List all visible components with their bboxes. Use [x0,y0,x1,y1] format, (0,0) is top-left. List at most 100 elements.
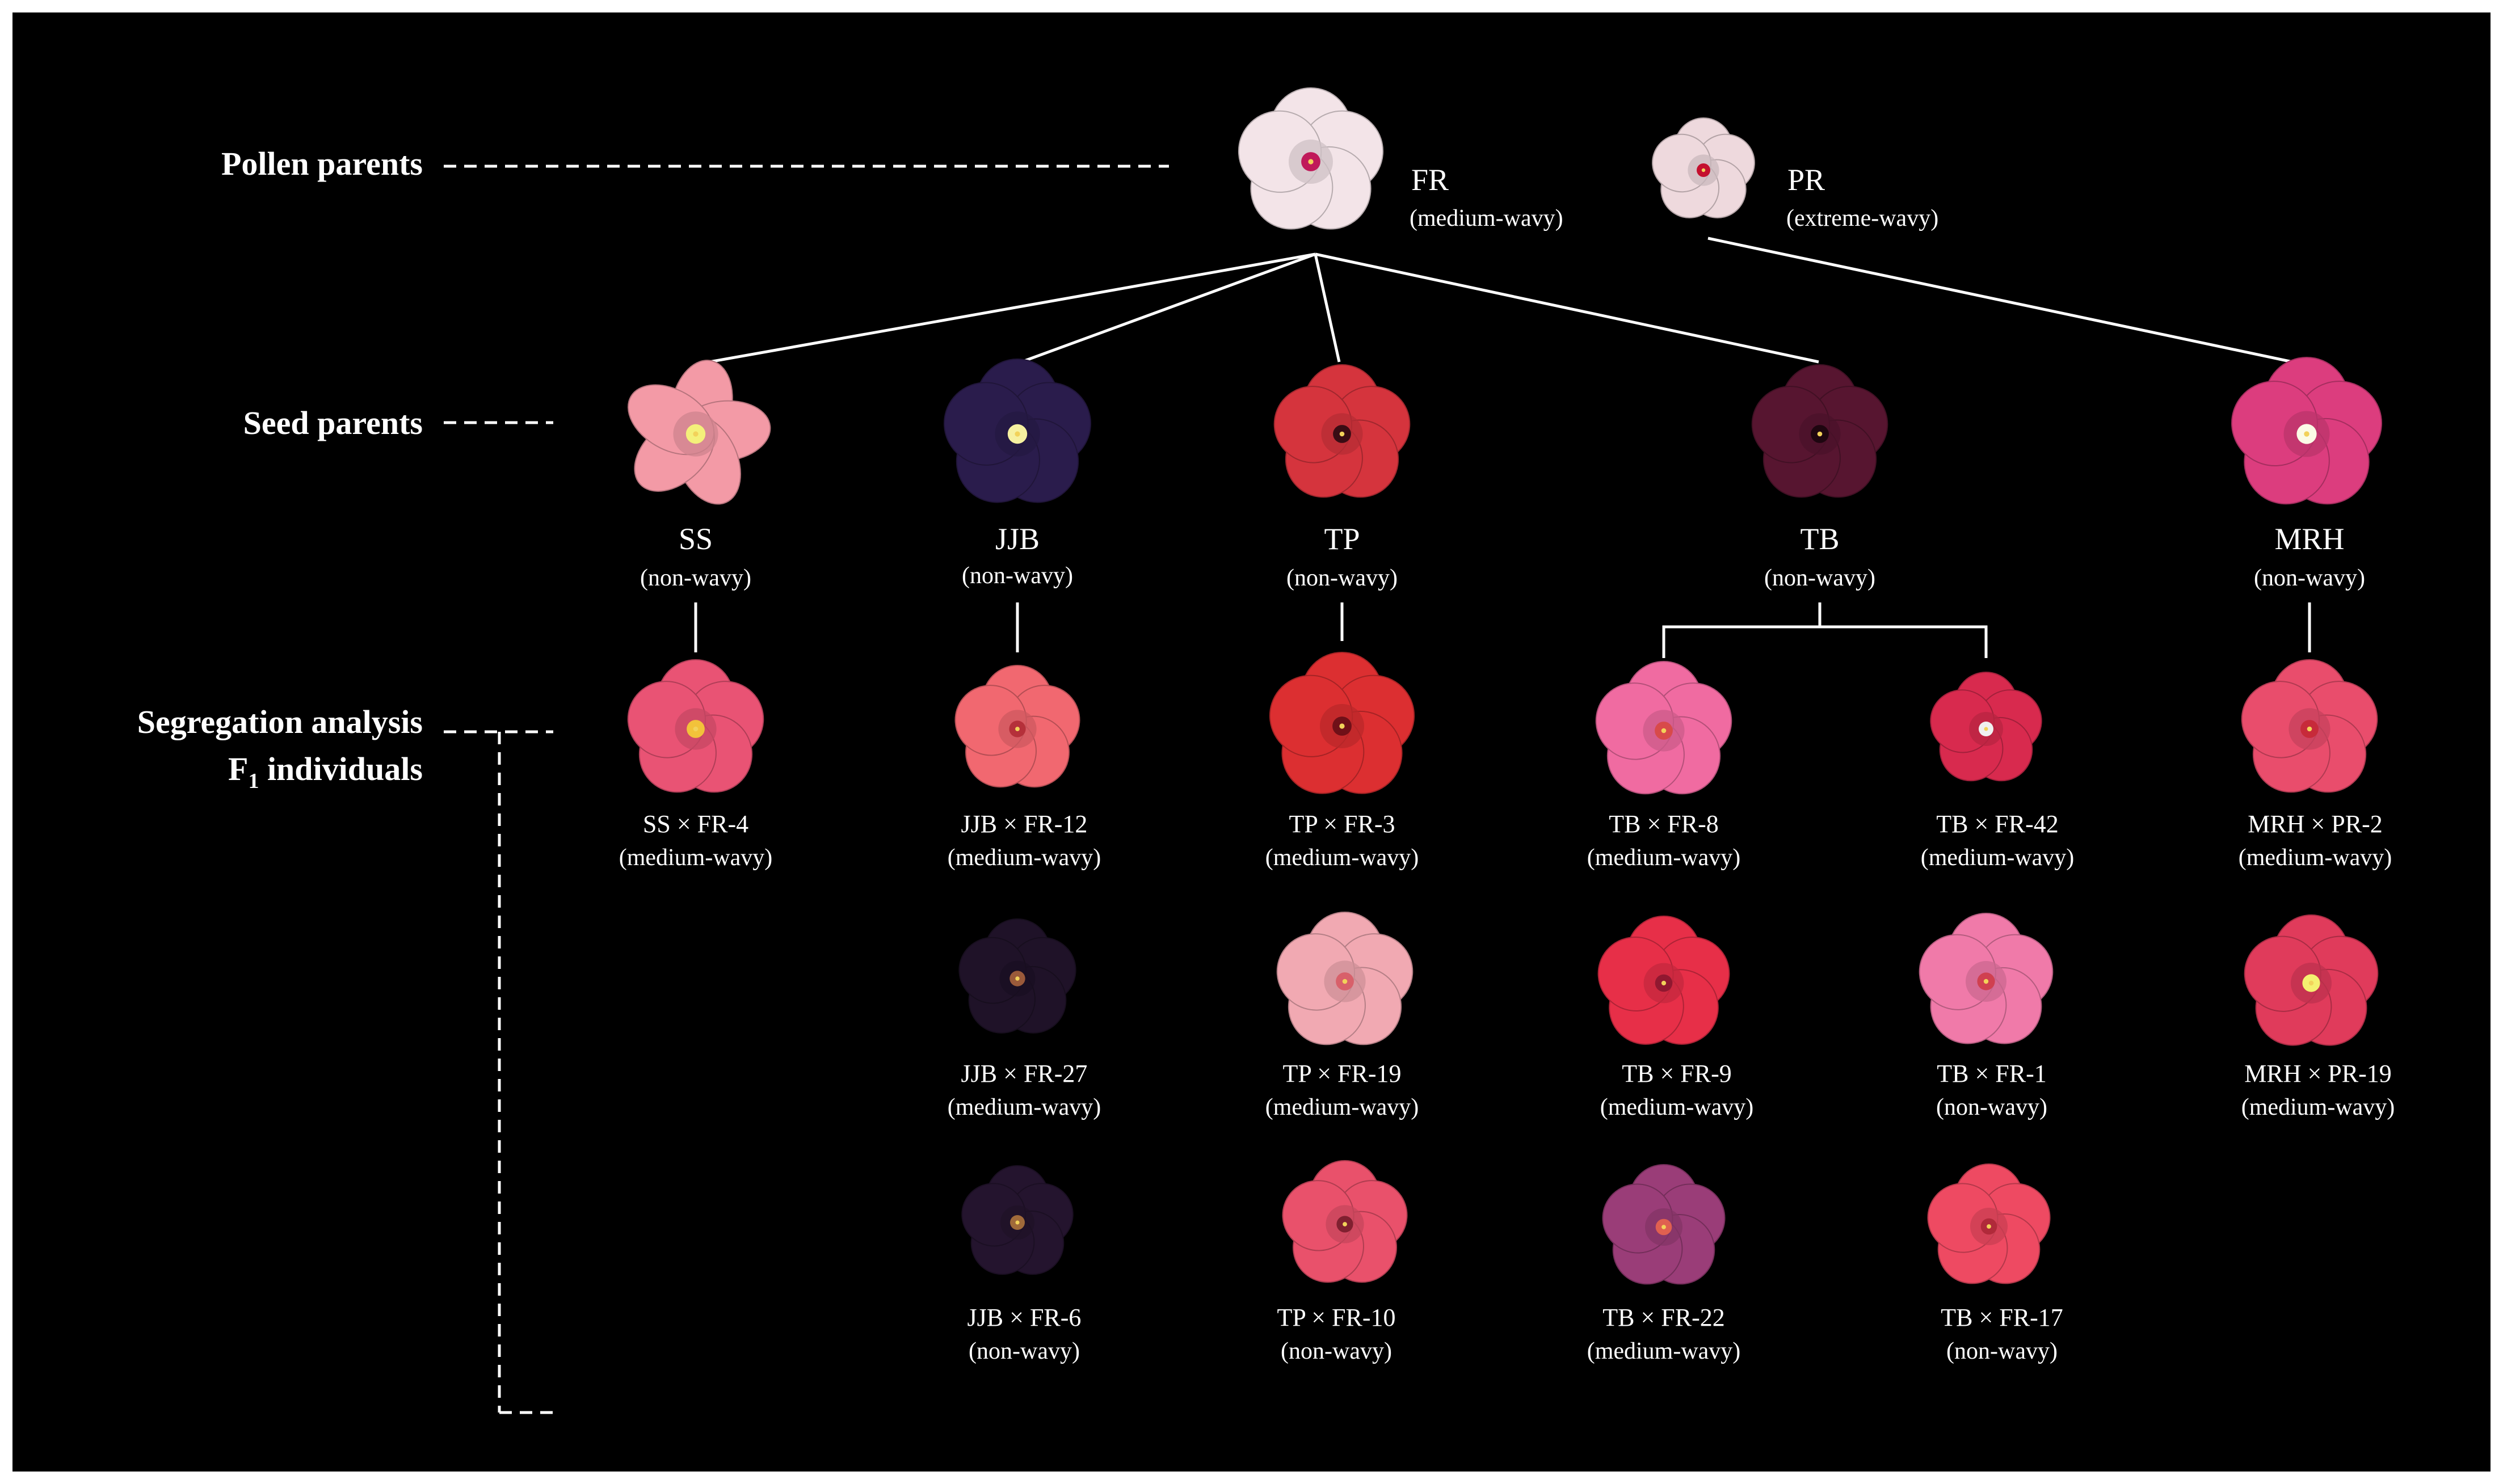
tb-fr-9-name: TB × FR-9 [1622,1060,1732,1087]
cross-line-fr-tb [1315,252,1819,364]
jjb-name: JJB [995,522,1040,556]
tb-fr-42-flower-image [1930,672,2042,782]
mrh-pr-2-phenotype: (medium-wavy) [2239,845,2392,871]
tb-fr-1-name: TB × FR-1 [1937,1060,2047,1087]
f1-tp-fr-10: TP × FR-10 (non-wavy) [1277,1160,1408,1364]
flower-center-dot [1343,1222,1347,1226]
tp-fr-10-phenotype: (non-wavy) [1281,1338,1392,1364]
flower-center-dot [1987,1224,1991,1229]
flower-center-dot [1339,431,1345,437]
tp-fr-10-flower-image [1282,1160,1408,1283]
f1-ss-fr-4: SS × FR-4 (medium-wavy) [619,659,773,871]
flower-center-dot [1817,431,1823,437]
tp-phenotype: (non-wavy) [1286,565,1398,591]
mrh-name: MRH [2274,522,2344,556]
pollen-parents-label: Pollen parents [221,145,423,182]
ss-flower-image [627,360,771,505]
mrh-phenotype: (non-wavy) [2254,565,2365,591]
cross-line-pr-mrh [1707,237,2293,364]
flower-center-dot [2308,980,2314,986]
tb-fr-42-name: TB × FR-42 [1936,810,2059,838]
pr-name: PR [1787,163,1825,197]
f1-tb-fr-1: TB × FR-1 (non-wavy) [1919,912,2054,1120]
flower-center-dot [1015,1220,1020,1225]
cross-line-fr-jjb [1021,252,1316,364]
fr-flower-image [1238,87,1384,230]
seed-parent-jjb: JJB (non-wavy) [944,359,1091,589]
tb-fr-9-flower-image [1597,916,1730,1045]
mrh-pr-19-name: MRH × PR-19 [2244,1060,2392,1087]
tp-fr-19-flower-image [1276,912,1414,1045]
mrh-flower-image [2231,357,2382,505]
tp-fr-3-phenotype: (medium-wavy) [1265,845,1419,871]
jjb-fr-27-phenotype: (medium-wavy) [948,1094,1101,1120]
line-tb-branch [1662,625,1988,658]
seed-parent-tb: TB (non-wavy) [1751,364,1888,591]
tb-fr-17-name: TB × FR-17 [1941,1304,2063,1331]
f1-tp-fr-3: TP × FR-3 (medium-wavy) [1265,652,1419,871]
f1-tp-fr-19: TP × FR-19 (medium-wavy) [1265,912,1419,1120]
ss-fr-4-name: SS × FR-4 [643,810,748,838]
cross-line-fr-ss [709,252,1316,364]
mrh-pr-2-name: MRH × PR-2 [2248,810,2383,838]
seed-parents-label: Seed parents [243,404,423,441]
tb-name: TB [1800,522,1839,556]
jjb-fr-27-flower-image [958,918,1076,1034]
flower-center-dot [1701,168,1706,172]
seed-parent-tp: TP (non-wavy) [1273,364,1411,591]
jjb-fr-6-phenotype: (non-wavy) [969,1338,1080,1364]
flower-center-dot [693,726,699,732]
tp-fr-19-phenotype: (medium-wavy) [1265,1094,1419,1120]
tb-fr-22-name: TB × FR-22 [1602,1304,1725,1331]
ss-phenotype: (non-wavy) [640,565,751,591]
figure-background [12,12,2491,1472]
tb-fr-8-flower-image [1595,661,1732,795]
jjb-fr-27-name: JJB × FR-27 [961,1060,1088,1087]
pr-phenotype: (extreme-wavy) [1786,205,1938,231]
seed-parent-ss: SS (non-wavy) [627,360,771,591]
segregation-analysis-label: Segregation analysis [137,703,423,740]
f1-tb-fr-9: TB × FR-9 (medium-wavy) [1597,916,1754,1120]
mrh-pr-19-flower-image [2244,914,2379,1046]
tb-fr-17-phenotype: (non-wavy) [1946,1338,2058,1364]
flower-center-dot [1308,159,1314,165]
ss-name: SS [679,522,713,556]
fr-phenotype: (medium-wavy) [1410,205,1563,231]
pr-flower-image [1652,117,1755,218]
tb-flower-image [1751,364,1888,498]
tp-fr-3-name: TP × FR-3 [1289,810,1395,838]
mrh-pr-2-flower-image [2241,659,2378,793]
f1-jjb-fr-6: JJB × FR-6 (non-wavy) [961,1165,1081,1364]
tp-flower-image [1273,364,1411,498]
tb-fr-1-phenotype: (non-wavy) [1936,1094,2047,1120]
tb-fr-9-phenotype: (medium-wavy) [1600,1094,1754,1120]
tb-fr-8-phenotype: (medium-wavy) [1587,845,1741,871]
flower-center-dot [1342,979,1348,984]
tp-name: TP [1324,522,1360,556]
tp-fr-19-name: TP × FR-19 [1283,1060,1402,1087]
fr-name: FR [1411,163,1449,197]
f1-tb-fr-22: TB × FR-22 (medium-wavy) [1587,1164,1740,1364]
flower-center-dot [1983,979,1989,984]
f1-jjb-fr-27: JJB × FR-27 (medium-wavy) [948,918,1101,1120]
jjb-fr-12-name: JJB × FR-12 [961,810,1088,838]
flower-center-dot [1339,723,1345,729]
tb-fr-17-flower-image [1927,1163,2051,1284]
ss-fr-4-phenotype: (medium-wavy) [619,845,773,871]
flower-center-dot [2307,726,2312,732]
seed-parent-mrh: MRH (non-wavy) [2231,357,2382,591]
flower-center-dot [1661,1225,1666,1229]
flower-center-dot [2304,431,2310,437]
flower-center-dot [1015,727,1020,731]
jjb-fr-12-flower-image [954,664,1080,788]
f1-jjb-fr-12: JJB × FR-12 (medium-wavy) [948,664,1101,871]
tb-fr-8-name: TB × FR-8 [1609,810,1719,838]
flower-center-dot [1015,431,1020,437]
jjb-fr-6-flower-image [961,1165,1074,1275]
cross-lines [694,237,2311,658]
flower-center-dot [1661,980,1667,986]
flower-center-dot [693,431,699,437]
pollen-parent-pr: PR (extreme-wavy) [1652,117,1938,231]
flower-center-dot [1015,976,1020,981]
